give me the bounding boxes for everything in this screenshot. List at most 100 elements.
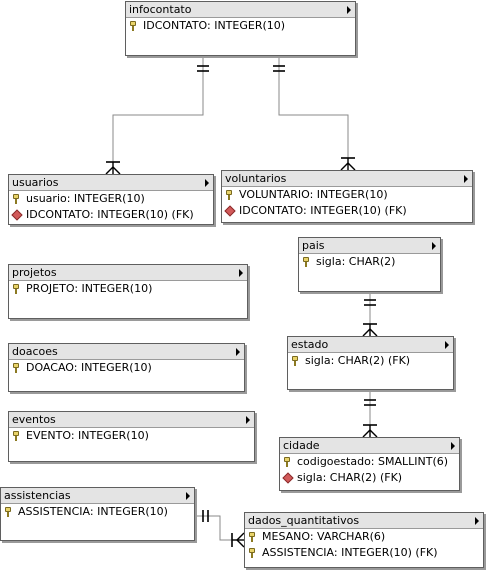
expand-arrow-icon[interactable] xyxy=(236,348,240,356)
fk-icon xyxy=(11,209,23,221)
attribute-row[interactable]: VOLUNTARIO: INTEGER(10) xyxy=(222,187,472,203)
attribute-row[interactable]: IDCONTATO: INTEGER(10) (FK) xyxy=(222,203,472,219)
entity-title: assistencias xyxy=(4,489,71,502)
key-icon xyxy=(284,457,290,467)
key-icon xyxy=(226,190,232,200)
key-icon xyxy=(5,507,11,517)
rel-pais-estado-many-left xyxy=(362,328,371,337)
attribute-row[interactable]: EVENTO: INTEGER(10) xyxy=(9,428,254,444)
rel-infocontato-usuarios-many-right xyxy=(112,166,121,175)
key-icon xyxy=(13,284,19,294)
attribute-text: codigoestado: SMALLINT(6) xyxy=(297,455,449,468)
rel-infocontato-voluntarios-line xyxy=(278,56,349,170)
entity-title: usuarios xyxy=(12,176,59,189)
attribute-text: PROJETO: INTEGER(10) xyxy=(26,282,153,295)
attribute-row[interactable]: sigla: CHAR(2) xyxy=(299,254,440,270)
key-icon xyxy=(249,532,255,542)
entity-header[interactable]: estado xyxy=(288,337,453,353)
key-icon xyxy=(303,257,309,267)
rel-pais-estado-many-right xyxy=(369,328,378,337)
attribute-text: IDCONTATO: INTEGER(10) (FK) xyxy=(26,208,194,221)
attribute-row[interactable]: DOACAO: INTEGER(10) xyxy=(9,360,244,376)
entity-header[interactable]: usuarios xyxy=(9,175,213,191)
key-icon xyxy=(292,356,298,366)
entity-title: dados_quantitativos xyxy=(248,514,360,527)
entity-cidade[interactable]: cidade codigoestado: SMALLINT(6) sigla: CH… xyxy=(279,437,460,491)
rel-estado-cidade-many-right xyxy=(369,429,378,438)
expand-arrow-icon[interactable] xyxy=(451,442,455,450)
attribute-row[interactable]: MESANO: VARCHAR(6) xyxy=(245,529,483,545)
attribute-row[interactable]: codigoestado: SMALLINT(6) xyxy=(280,454,459,470)
attribute-text: sigla: CHAR(2) (FK) xyxy=(305,354,411,367)
attribute-text: IDCONTATO: INTEGER(10) (FK) xyxy=(239,204,407,217)
entity-title: cidade xyxy=(283,439,320,452)
attribute-row[interactable]: usuario: INTEGER(10) xyxy=(9,191,213,207)
entity-header[interactable]: doacoes xyxy=(9,344,244,360)
attribute-row[interactable]: sigla: CHAR(2) (FK) xyxy=(280,470,459,486)
attribute-text: ASSISTENCIA: INTEGER(10) (FK) xyxy=(262,546,438,559)
attribute-text: IDCONTATO: INTEGER(10) xyxy=(143,19,286,32)
attribute-row[interactable]: IDCONTATO: INTEGER(10) xyxy=(126,18,355,34)
expand-arrow-icon[interactable] xyxy=(475,517,479,525)
attribute-text: MESANO: VARCHAR(6) xyxy=(262,530,386,543)
expand-arrow-icon[interactable] xyxy=(205,179,209,187)
key-icon xyxy=(249,548,255,558)
attribute-row[interactable]: ASSISTENCIA: INTEGER(10) (FK) xyxy=(245,545,483,561)
expand-arrow-icon[interactable] xyxy=(432,242,436,250)
key-icon xyxy=(13,363,19,373)
expand-arrow-icon[interactable] xyxy=(186,492,190,500)
expand-arrow-icon[interactable] xyxy=(239,269,243,277)
attribute-row[interactable]: IDCONTATO: INTEGER(10) (FK) xyxy=(9,207,213,223)
entity-header[interactable]: cidade xyxy=(280,438,459,454)
entity-title: estado xyxy=(291,338,329,351)
key-icon xyxy=(13,431,19,441)
expand-arrow-icon[interactable] xyxy=(445,341,449,349)
entity-header[interactable]: eventos xyxy=(9,412,254,428)
entity-usuarios[interactable]: usuarios usuario: INTEGER(10) IDCONTATO: I… xyxy=(8,174,214,225)
entity-estado[interactable]: estado sigla: CHAR(2) (FK) xyxy=(287,336,454,390)
rel-estado-cidade-many-left xyxy=(362,429,371,438)
attribute-text: ASSISTENCIA: INTEGER(10) xyxy=(18,505,168,518)
entity-title: infocontato xyxy=(129,3,192,16)
entity-title: voluntarios xyxy=(225,172,287,185)
fk-icon xyxy=(224,205,236,217)
entity-title: doacoes xyxy=(12,345,58,358)
fk-icon xyxy=(282,472,294,484)
entity-header[interactable]: projetos xyxy=(9,265,247,281)
entity-header[interactable]: voluntarios xyxy=(222,171,472,187)
entity-title: eventos xyxy=(12,413,56,426)
entity-header[interactable]: pais xyxy=(299,238,440,254)
rel-assistencias-dados-quantitativos-many-top xyxy=(236,532,245,541)
expand-arrow-icon[interactable] xyxy=(246,416,250,424)
key-icon xyxy=(13,194,19,204)
rel-assistencias-dados-quantitativos-many-bottom xyxy=(236,539,245,548)
rel-assistencias-dados-quantitativos-line xyxy=(195,515,244,541)
entity-header[interactable]: infocontato xyxy=(126,2,355,18)
expand-arrow-icon[interactable] xyxy=(464,175,468,183)
entity-title: projetos xyxy=(12,266,57,279)
entity-header[interactable]: dados_quantitativos xyxy=(245,513,483,529)
attribute-row[interactable]: sigla: CHAR(2) (FK) xyxy=(288,353,453,369)
attribute-text: VOLUNTARIO: INTEGER(10) xyxy=(239,188,388,201)
rel-infocontato-voluntarios-many-right xyxy=(347,162,356,171)
expand-arrow-icon[interactable] xyxy=(347,6,351,14)
attribute-row[interactable]: ASSISTENCIA: INTEGER(10) xyxy=(1,504,194,520)
rel-infocontato-usuarios-line xyxy=(112,56,204,174)
attribute-text: usuario: INTEGER(10) xyxy=(26,192,145,205)
key-icon xyxy=(130,21,136,31)
entity-header[interactable]: assistencias xyxy=(1,488,194,504)
attribute-text: DOACAO: INTEGER(10) xyxy=(26,361,152,374)
attribute-text: sigla: CHAR(2) (FK) xyxy=(297,471,403,484)
rel-infocontato-usuarios-many-left xyxy=(105,166,114,175)
attribute-row[interactable]: PROJETO: INTEGER(10) xyxy=(9,281,247,297)
attribute-text: sigla: CHAR(2) xyxy=(316,255,396,268)
